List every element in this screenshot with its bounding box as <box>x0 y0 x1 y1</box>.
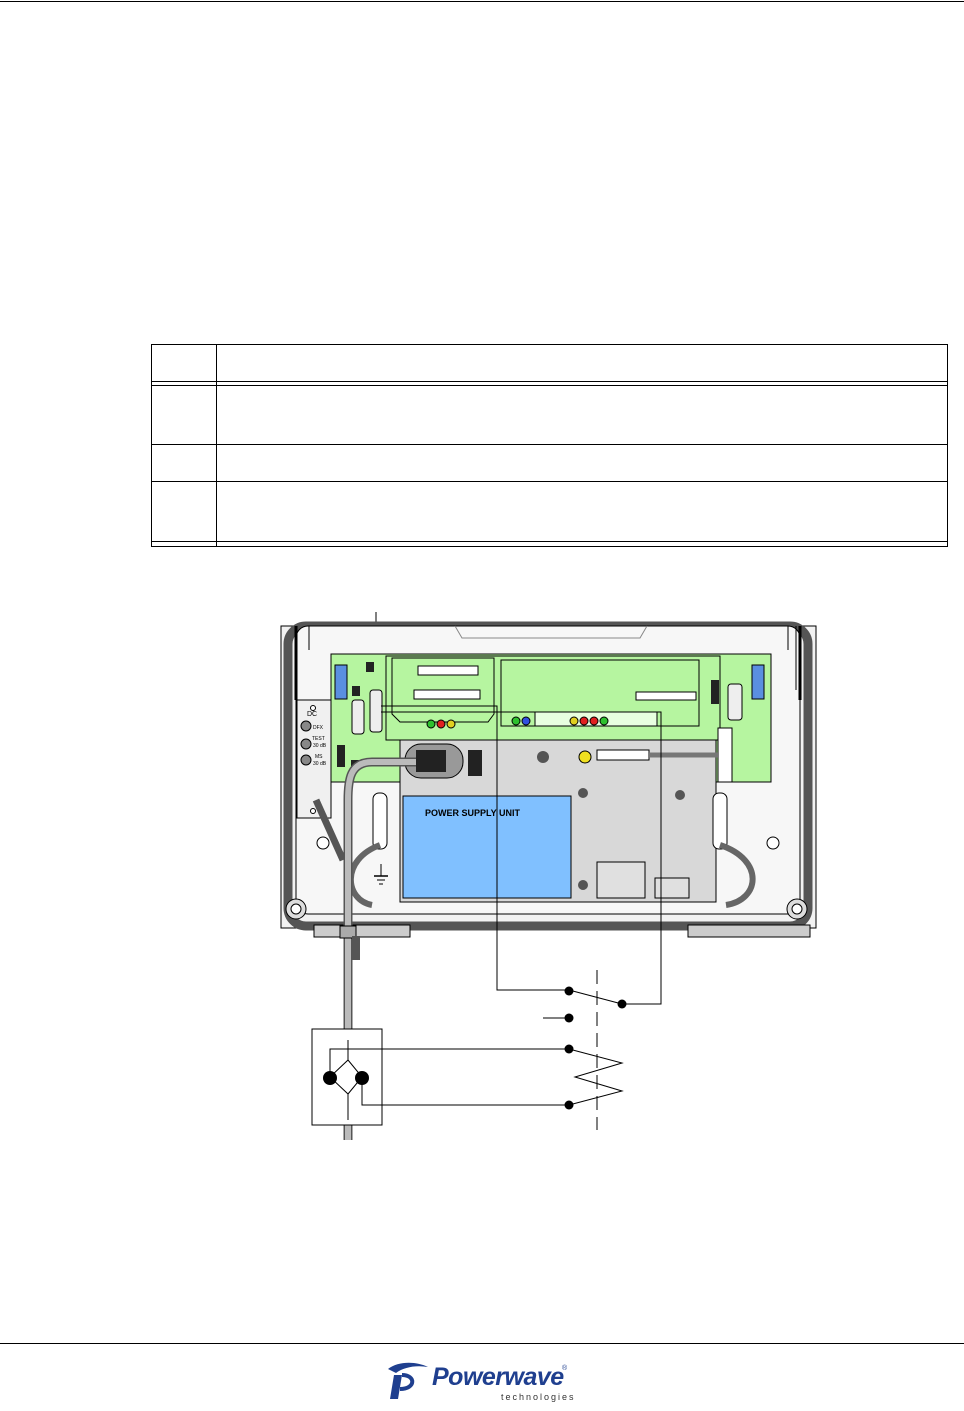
logo-subtitle: technologies <box>501 1392 576 1402</box>
logo-wordmark: Powerwave <box>432 1363 564 1391</box>
test-label: TEST <box>312 736 325 742</box>
ms-db-label: 30 dB <box>313 761 327 767</box>
table-header-divider <box>152 381 947 382</box>
dc-label: DC <box>307 711 317 718</box>
logo-registered-mark: ® <box>562 1365 568 1372</box>
footer-rule <box>0 1343 964 1344</box>
mains-junction-box <box>311 1028 624 1126</box>
relay-terminal <box>564 986 574 996</box>
relay-terminal <box>617 999 627 1009</box>
alarm-wiring <box>381 705 662 1130</box>
header-rule <box>0 1 964 2</box>
power-supply-unit <box>399 739 718 903</box>
table-column-divider <box>216 345 217 546</box>
table-bottom-divider <box>152 541 947 542</box>
psu-label: POWER SUPPLY UNIT <box>425 808 521 818</box>
table-row-divider <box>152 444 947 445</box>
info-table <box>151 344 948 547</box>
logo-mark-icon <box>388 1362 428 1399</box>
table-row-divider <box>152 481 947 482</box>
dfx-label: DFX <box>313 725 324 731</box>
connector-panel <box>296 699 347 862</box>
test-db-label: 30 dB <box>313 743 327 749</box>
powerwave-logo: Powerwave ® technologies <box>384 1359 574 1405</box>
table-header-divider <box>152 385 947 386</box>
ms-label: MS <box>315 754 323 760</box>
relay-terminal <box>564 1013 574 1023</box>
